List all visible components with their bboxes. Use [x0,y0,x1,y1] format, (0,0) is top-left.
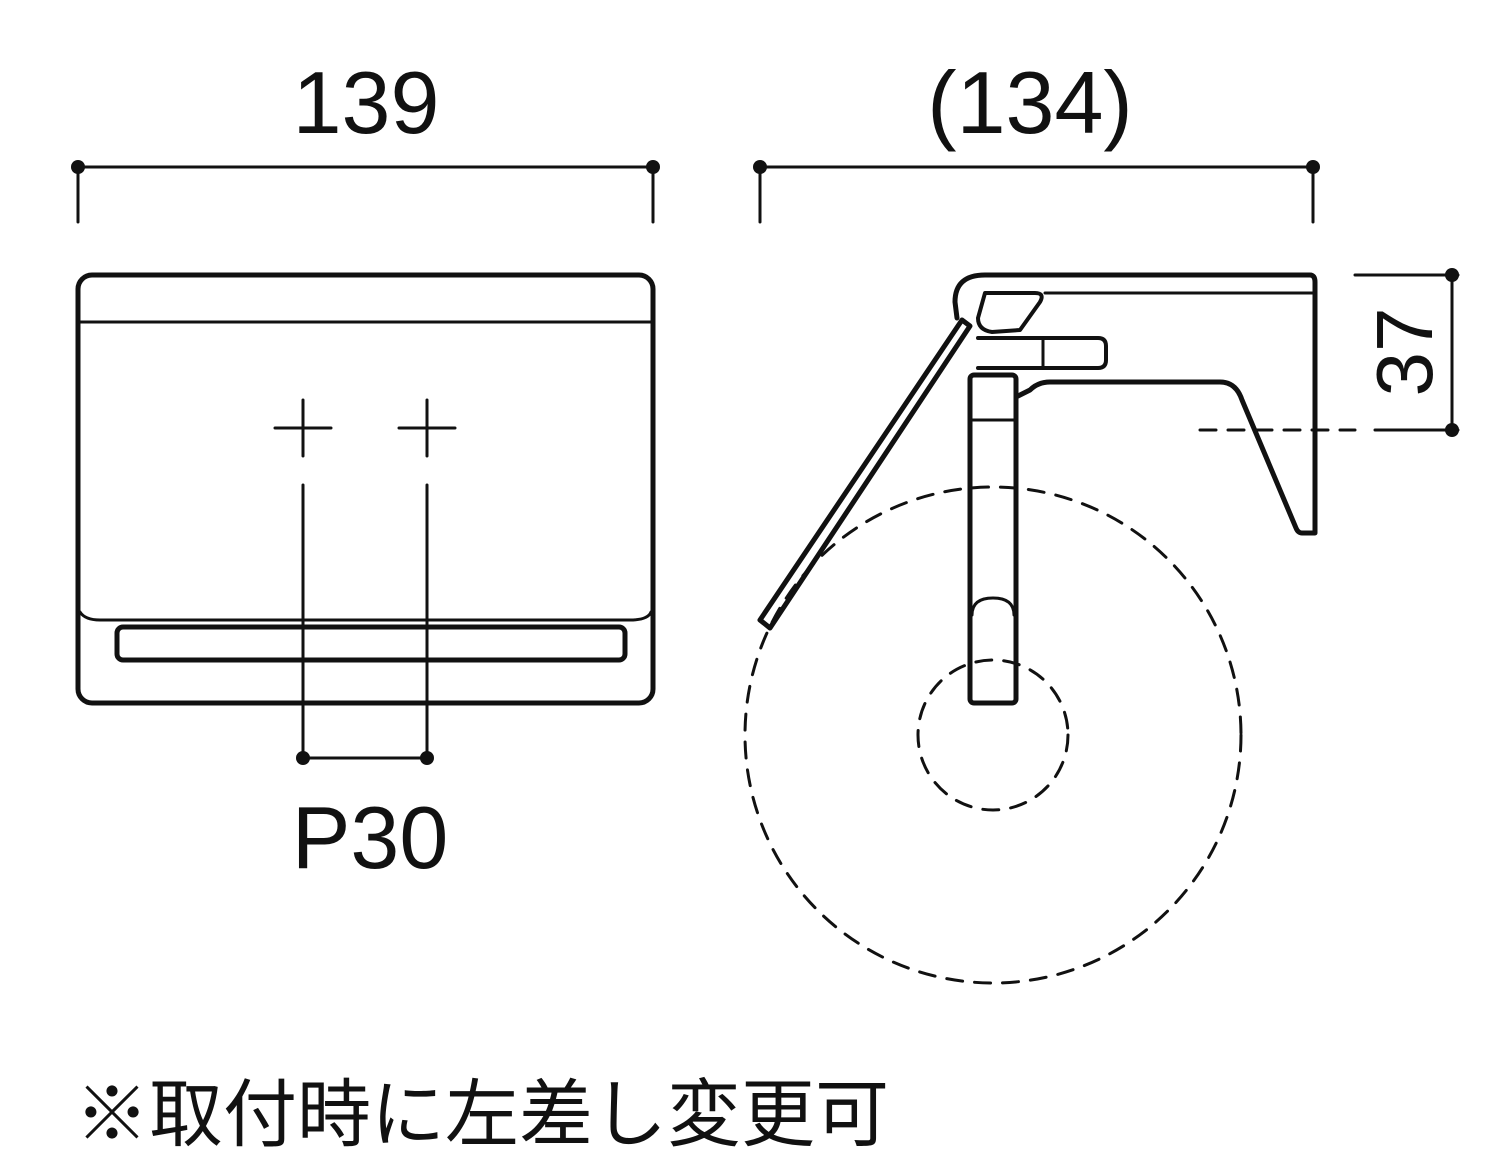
side-bracket-outline [952,272,1318,536]
roll-pin [976,336,1108,370]
installation-note: ※取付時に左差し変更可 [75,1073,889,1156]
mounting-hole-marks [273,398,457,760]
front-view [75,165,656,760]
roll-arm [967,372,1019,706]
dimension-dots [71,160,1459,765]
paper-roll-outline [743,428,1357,985]
depth-dimension-line [758,165,1315,224]
depth-label: (134) [927,53,1132,152]
arm-slot [970,596,1016,617]
height-label: 37 [1360,308,1449,397]
side-view [743,165,1460,985]
pitch-label: P30 [292,788,449,887]
hinge-block [976,291,1044,334]
front-handle-slot [114,624,628,663]
width-label: 139 [293,53,440,152]
front-body-outline [75,272,656,706]
front-cover-edge [78,610,653,622]
width-dimension-line [76,165,655,224]
cover-flap [757,317,973,631]
height-dimension-line [1353,273,1460,432]
